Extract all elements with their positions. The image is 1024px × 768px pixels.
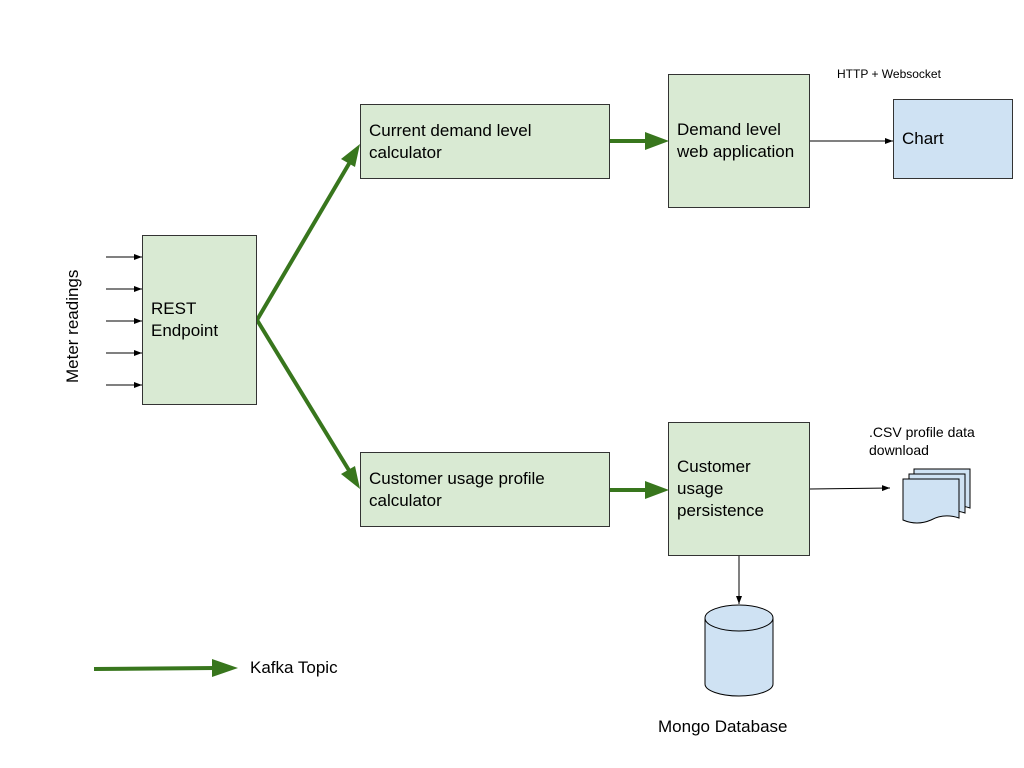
demand-webapp-box: Demand level web application xyxy=(668,74,810,208)
database-icon xyxy=(704,604,774,697)
demand-calculator-label: Current demand level calculator xyxy=(369,120,532,162)
usage-calculator-label: Customer usage profile calculator xyxy=(369,468,545,510)
chart-box: Chart xyxy=(893,99,1013,179)
kafka-arrowhead xyxy=(341,144,360,167)
kafka-arrow-endpoint-to-usage xyxy=(255,318,352,474)
meter-input-arrows xyxy=(106,254,142,388)
legend-kafka-arrowhead xyxy=(212,659,238,677)
csv-connector xyxy=(809,485,891,492)
usage-persistence-label: Customer usage persistence xyxy=(677,457,764,520)
documents-icon xyxy=(902,468,971,524)
kafka-arrowhead xyxy=(341,466,360,489)
websocket-label: HTTP + Websocket xyxy=(837,67,941,81)
mongo-database-label: Mongo Database xyxy=(658,717,788,736)
rest-endpoint-box: REST Endpoint xyxy=(142,235,257,405)
kafka-arrowhead xyxy=(645,132,669,150)
kafka-arrow-endpoint-to-demand xyxy=(255,160,352,322)
legend-kafka-arrow xyxy=(93,666,217,671)
kafka-topic-arrows xyxy=(93,132,669,677)
usage-persistence-box: Customer usage persistence xyxy=(668,422,810,556)
demand-calculator-box: Current demand level calculator xyxy=(360,104,610,179)
demand-webapp-label: Demand level web application xyxy=(677,120,795,161)
rest-endpoint-label: REST Endpoint xyxy=(151,299,219,340)
csv-download-label: .CSV profile data download xyxy=(869,424,975,458)
meter-readings-label: Meter readings xyxy=(63,269,82,383)
chart-label: Chart xyxy=(902,129,944,148)
kafka-arrowhead xyxy=(645,481,669,499)
legend-kafka-topic-label: Kafka Topic xyxy=(250,658,338,677)
usage-calculator-box: Customer usage profile calculator xyxy=(360,452,610,527)
